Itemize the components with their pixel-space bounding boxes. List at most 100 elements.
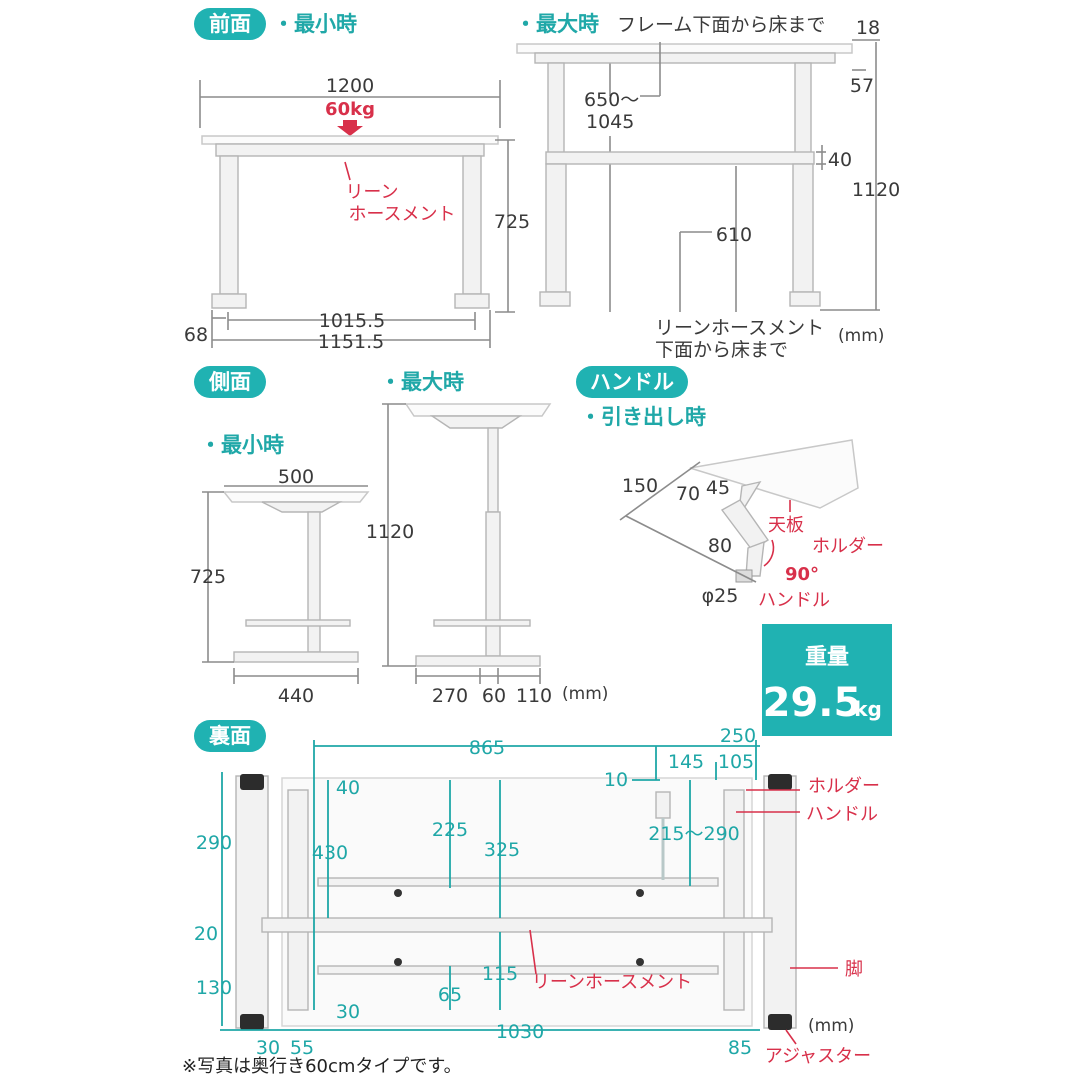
side-view: 側面 ・最小時 ・最大時 500 725 440 1120 bbox=[190, 366, 608, 707]
back-holder-label: ホルダー bbox=[808, 776, 880, 797]
back-d1030: 1030 bbox=[496, 1021, 544, 1043]
handle-top-label: 天板 bbox=[768, 515, 804, 536]
front-lean-floor: 610 bbox=[716, 224, 752, 246]
back-crossbar-top bbox=[317, 877, 719, 887]
side-max-foot bbox=[415, 655, 541, 667]
handle-desktop bbox=[689, 439, 859, 509]
back-label: 裏面 bbox=[208, 724, 251, 748]
back-d215-290: 215～290 bbox=[648, 823, 740, 845]
back-d145: 145 bbox=[668, 751, 704, 773]
side-max-bracket bbox=[429, 415, 523, 429]
back-d115: 115 bbox=[482, 963, 518, 985]
side-dim-c: 110 bbox=[516, 685, 552, 707]
back-d30a: 30 bbox=[256, 1037, 280, 1059]
side-max-bar bbox=[433, 619, 531, 627]
front-min-label: ・最小時 bbox=[273, 12, 357, 36]
back-d30b: 30 bbox=[336, 1001, 360, 1023]
front-min-leg-right bbox=[462, 155, 482, 295]
back-d65: 65 bbox=[438, 984, 462, 1006]
back-leg-left bbox=[235, 775, 269, 1029]
front-max-label: ・最大時 bbox=[515, 12, 599, 36]
side-dim-a: 270 bbox=[432, 685, 468, 707]
handle-diameter: φ25 bbox=[702, 585, 739, 607]
handle-handle-label: ハンドル bbox=[758, 590, 830, 611]
side-max-upper-column bbox=[487, 427, 499, 513]
front-load: 60kg bbox=[325, 99, 375, 120]
front-max-lean-bar bbox=[545, 151, 815, 165]
front-label: 前面 bbox=[209, 12, 251, 36]
back-view: 裏面 865 250 145 105 10 40 bbox=[194, 720, 880, 1067]
side-height-min: 725 bbox=[190, 566, 226, 588]
side-label: 側面 bbox=[208, 370, 251, 394]
front-frame-range-1: 650～ bbox=[584, 89, 639, 111]
adjuster-br bbox=[768, 1014, 792, 1030]
front-top-thick: 18 bbox=[856, 17, 880, 39]
handle-view: ハンドル ・引き出し時 150 70 45 80 φ25 90° 天板 ホルダー… bbox=[576, 366, 884, 611]
side-min-foot bbox=[233, 651, 359, 663]
weight-box-bg bbox=[762, 624, 892, 736]
handle-label-pill bbox=[576, 366, 688, 398]
front-min-foot-left bbox=[211, 293, 247, 309]
handle-d45: 45 bbox=[706, 477, 730, 499]
handle-holder-label: ホルダー bbox=[812, 536, 884, 557]
back-d85: 85 bbox=[728, 1037, 752, 1059]
back-d10: 10 bbox=[604, 769, 628, 791]
back-d55: 55 bbox=[290, 1037, 314, 1059]
front-min-frame bbox=[215, 143, 485, 157]
side-label-pill bbox=[194, 366, 266, 398]
back-d20: 20 bbox=[194, 923, 218, 945]
back-lean-label: リーンホースメント bbox=[532, 972, 692, 993]
side-max-desktop bbox=[404, 403, 552, 417]
handle-d150: 150 bbox=[622, 475, 658, 497]
handle-d70: 70 bbox=[676, 483, 700, 505]
side-unit: (mm) bbox=[562, 684, 608, 704]
back-adjuster-label: アジャスター bbox=[765, 1046, 871, 1067]
front-max-leg-right bbox=[792, 163, 814, 293]
back-d430: 430 bbox=[312, 842, 348, 864]
side-max-column bbox=[485, 511, 501, 657]
side-max-label: ・最大時 bbox=[380, 370, 464, 394]
front-min-desktop bbox=[201, 135, 499, 145]
front-height-max: 1120 bbox=[852, 179, 900, 201]
handle-arm bbox=[720, 499, 769, 551]
front-height-min: 725 bbox=[494, 211, 530, 233]
back-unit: (mm) bbox=[808, 1016, 854, 1036]
side-min-bar bbox=[245, 619, 351, 627]
front-width: 1200 bbox=[326, 75, 374, 97]
front-min-leg-left bbox=[219, 155, 239, 295]
weight-box: 重量 29.5 kg bbox=[762, 624, 892, 736]
back-leg-right bbox=[763, 775, 797, 1029]
front-view: 前面 ・最小時 1200 60kg リーン ホースメント 725 1015.5 … bbox=[184, 8, 900, 361]
handle-pulled-label: ・引き出し時 bbox=[580, 405, 706, 429]
front-unit: (mm) bbox=[838, 326, 884, 346]
back-rail-right bbox=[723, 789, 745, 1011]
load-arrow-icon bbox=[337, 120, 363, 136]
side-height-max: 1120 bbox=[366, 521, 414, 543]
front-max-upper-leg-left bbox=[547, 62, 565, 156]
side-dim-b: 60 bbox=[482, 685, 506, 707]
side-min-column bbox=[307, 511, 321, 653]
back-crossbar-bottom bbox=[317, 965, 719, 975]
back-d225: 225 bbox=[432, 819, 468, 841]
side-min-label: ・最小時 bbox=[200, 433, 284, 457]
back-d290: 290 bbox=[196, 832, 232, 854]
front-max-leg-left bbox=[545, 163, 567, 293]
front-max-upper-leg-right bbox=[794, 62, 812, 156]
handle-grip bbox=[745, 540, 765, 577]
side-min-desktop bbox=[222, 491, 370, 503]
front-label-pill bbox=[194, 8, 266, 40]
front-min-foot-right bbox=[454, 293, 490, 309]
front-max-foot-right bbox=[789, 291, 821, 307]
back-leg-label: 脚 bbox=[845, 959, 863, 980]
back-rail-left bbox=[287, 789, 309, 1011]
front-max-foot-left bbox=[539, 291, 571, 307]
back-label-pill bbox=[194, 720, 266, 752]
back-d40: 40 bbox=[336, 777, 360, 799]
back-d325: 325 bbox=[484, 839, 520, 861]
front-frame-range-2: 1045 bbox=[586, 111, 634, 133]
weight-value: 29.5 bbox=[763, 680, 862, 726]
front-top-offset: 57 bbox=[850, 75, 874, 97]
back-lean-bar bbox=[261, 917, 773, 933]
front-lean-label-1: リーン bbox=[345, 182, 398, 203]
